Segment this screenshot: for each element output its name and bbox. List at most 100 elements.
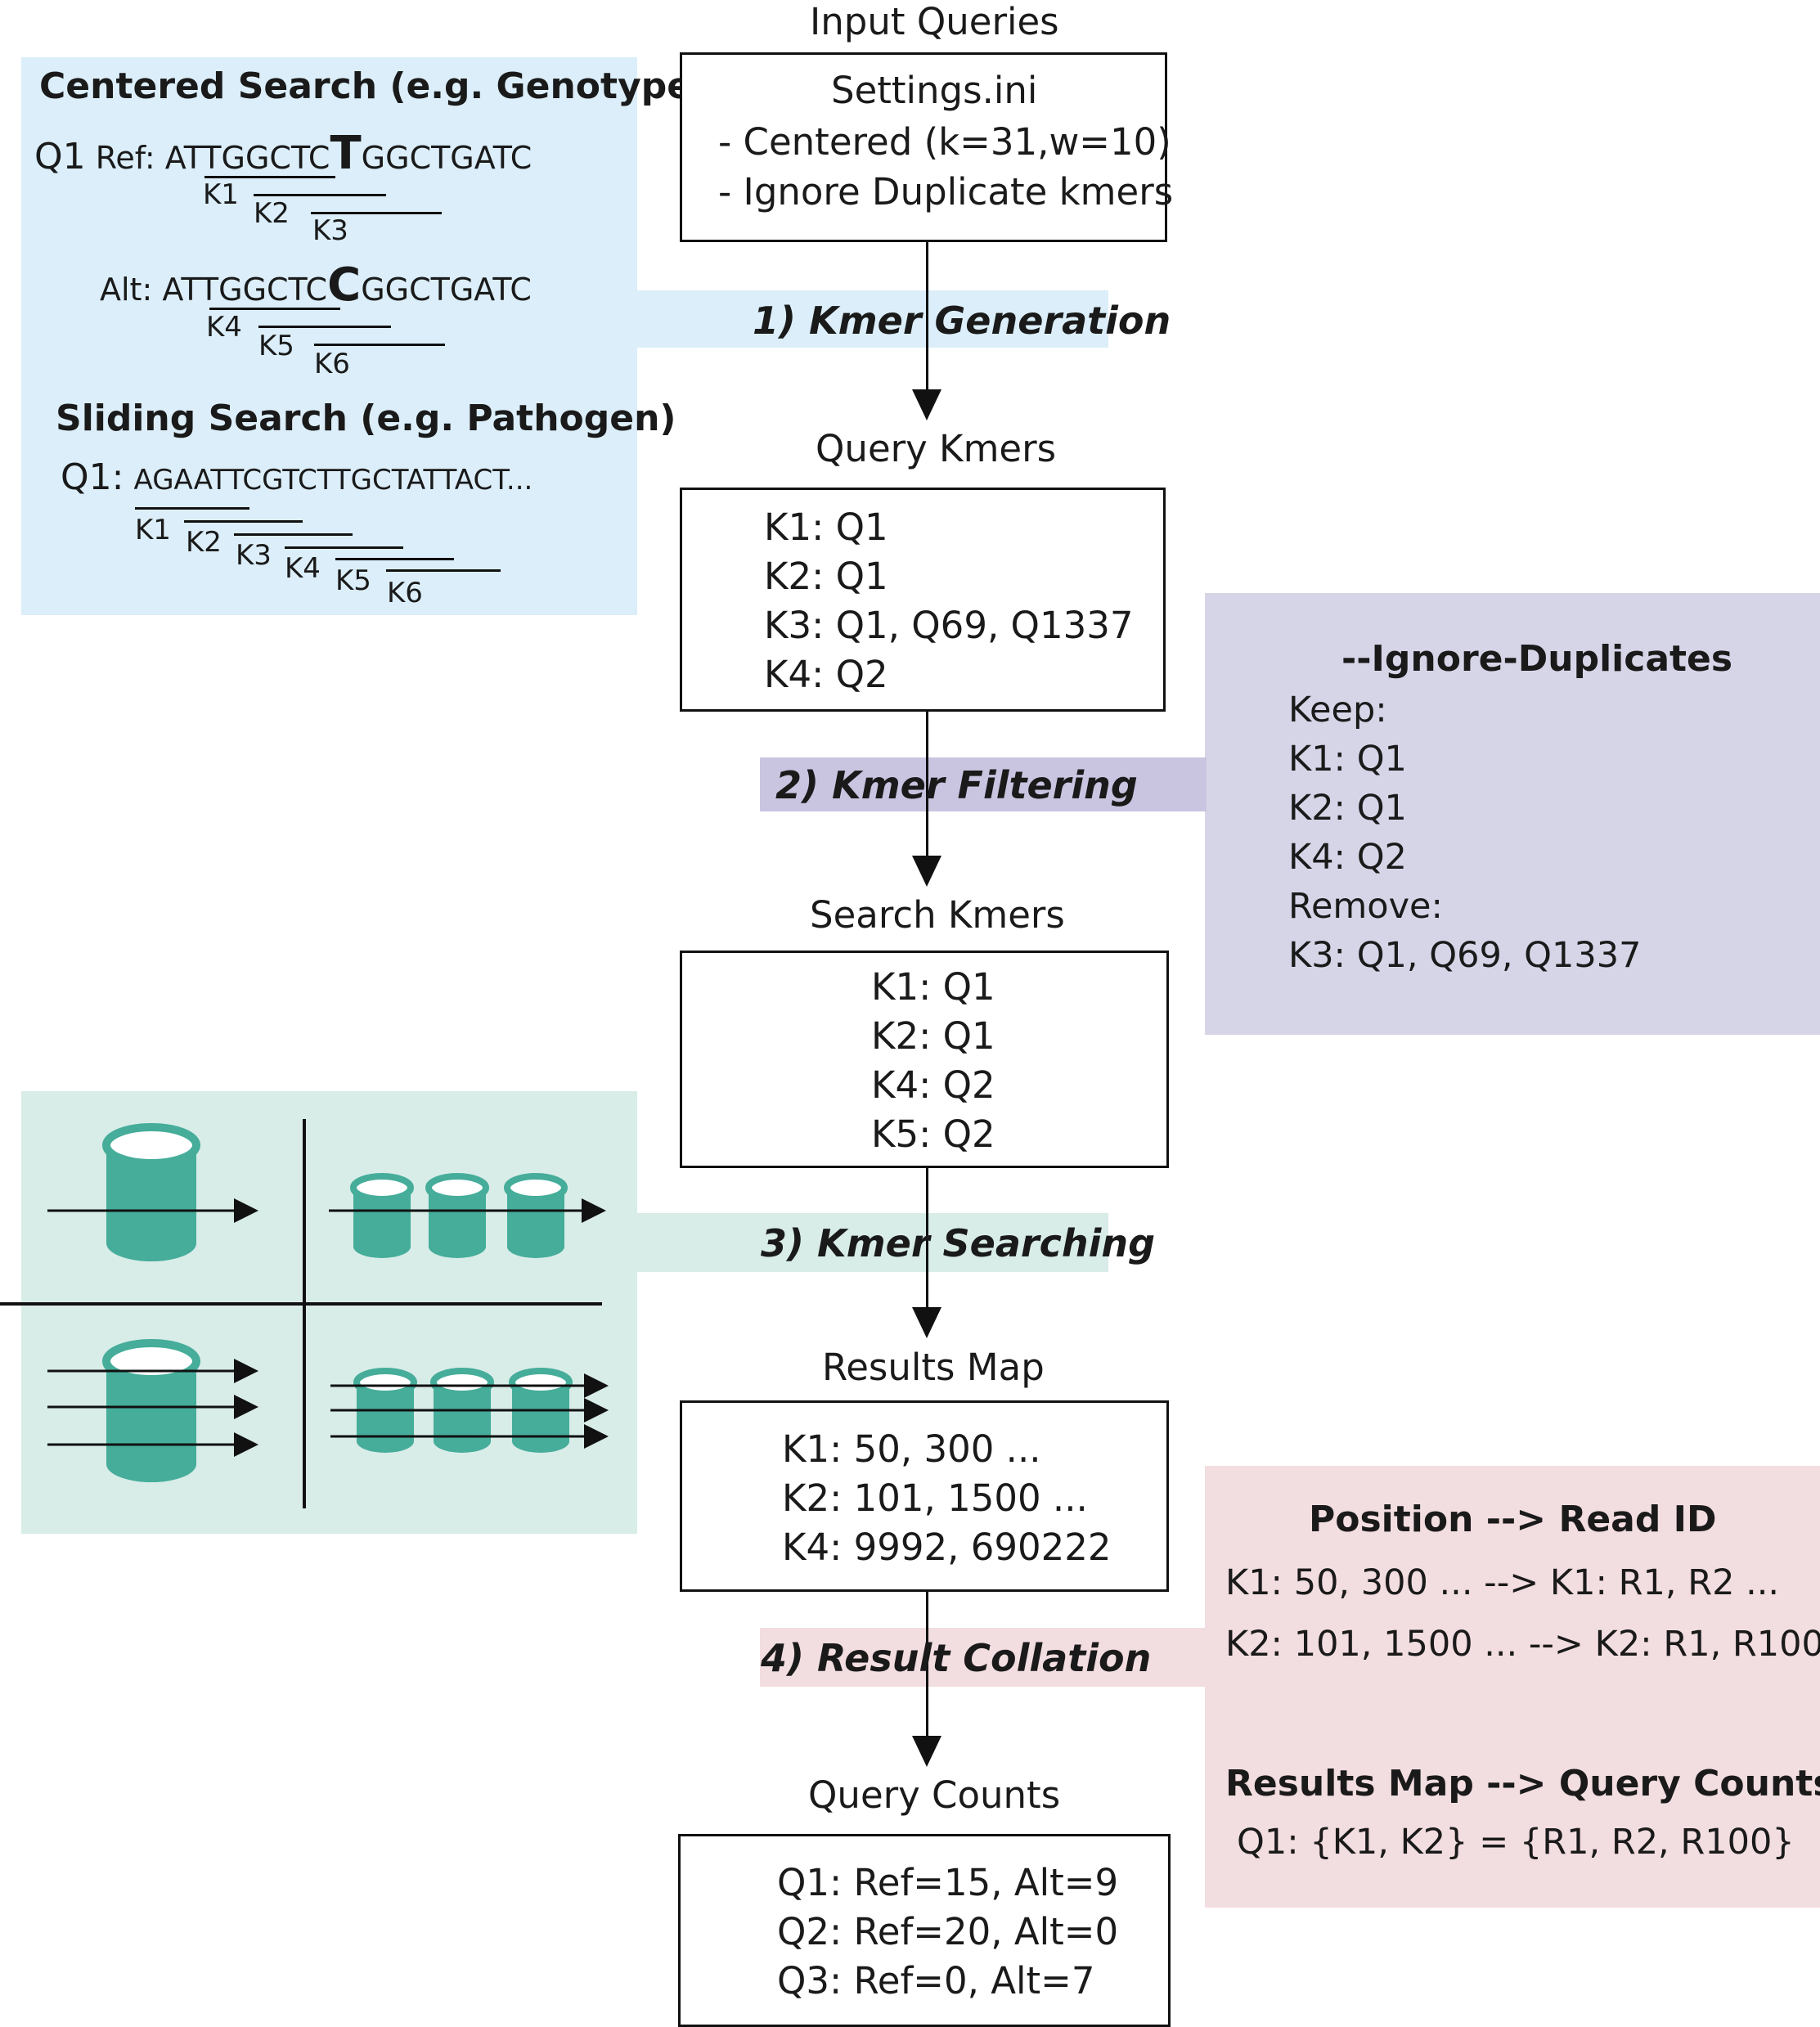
resultsmap-querycounts-heading: Results Map --> Query Counts (1225, 1763, 1820, 1805)
ref-label: Ref: ATTGGCTC (95, 140, 330, 176)
ref-kmer-label: K2 (254, 197, 290, 230)
duplicates-line: K1: Q1 (1288, 739, 1407, 780)
position-readid-heading: Position --> Read ID (1309, 1499, 1717, 1540)
sliding-kmer-label: K1 (135, 514, 171, 546)
flow-arrow-icon (912, 856, 941, 887)
flow-arrow-icon (912, 1307, 941, 1338)
flow-connector (926, 712, 928, 856)
results-map-title: Results Map (822, 1346, 1045, 1389)
database-cylinder-icon (504, 1173, 568, 1258)
ref-snp: T (330, 127, 362, 180)
results-map-box (680, 1400, 1169, 1592)
settings-line: Settings.ini (831, 69, 1038, 112)
collation-line: Q1: {K1, K2} = {R1, R2, R100} (1237, 1822, 1795, 1863)
sliding-search-heading: Sliding Search (e.g. Pathogen) (56, 398, 676, 439)
query-kmer-line: K1: Q1 (764, 506, 888, 549)
alt-snp: C (327, 258, 362, 312)
counts-line: Q2: Ref=20, Alt=0 (777, 1910, 1119, 1953)
step3-band (637, 1213, 1108, 1272)
flow-connector (926, 242, 928, 389)
sliding-query-id: Q1: (61, 456, 124, 498)
query-kmer-line: K2: Q1 (764, 555, 888, 598)
ref-kmer-line (254, 194, 386, 196)
query-kmers-title: Query Kmers (816, 427, 1057, 470)
flow-arrow-icon (912, 1736, 941, 1767)
sliding-kmer-label: K3 (236, 539, 272, 572)
sliding-sequence: Q1: AGAATTCGTCTTGCTATTACT... (61, 456, 533, 498)
query-kmer-line: K4: Q2 (764, 653, 888, 696)
sliding-bases: AGAATTCGTCTTGCTATTACT... (133, 464, 533, 497)
search-modes-illustration (0, 1119, 609, 1508)
ref-sequence: Q1 Ref: ATTGGCTCTGGCTGATC (34, 127, 532, 180)
result-collation-panel (1205, 1466, 1820, 1908)
query-counts-title: Query Counts (808, 1773, 1061, 1817)
search-kmer-line: K4: Q2 (871, 1063, 995, 1107)
flow-arrow-icon (912, 389, 941, 420)
collation-line: K2: 101, 1500 ... --> K2: R1, R1000 ... (1225, 1624, 1820, 1665)
search-kmer-line: K2: Q1 (871, 1014, 995, 1058)
alt-kmer-line (209, 308, 340, 310)
sliding-kmer-label: K6 (387, 577, 423, 609)
settings-line: - Ignore Duplicate kmers (718, 170, 1174, 213)
database-cylinder-icon (102, 1339, 200, 1482)
flow-connector (926, 1592, 928, 1736)
duplicates-line: Keep: (1288, 690, 1387, 730)
alt-suffix: GGCTGATC (361, 272, 532, 308)
search-kmers-box (680, 951, 1169, 1168)
input-queries-title: Input Queries (810, 0, 1059, 43)
results-line: K2: 101, 1500 ... (782, 1476, 1088, 1520)
ref-kmer-label: K1 (203, 178, 239, 211)
counts-line: Q1: Ref=15, Alt=9 (777, 1861, 1119, 1904)
search-kmers-title: Search Kmers (810, 893, 1065, 937)
database-cylinder-icon (102, 1123, 200, 1261)
step2-label: 2) Kmer Filtering (775, 763, 1138, 807)
search-kmer-line: K1: Q1 (871, 965, 995, 1009)
database-cylinder-icon (425, 1173, 489, 1258)
ignore-duplicates-heading: --Ignore-Duplicates (1341, 638, 1733, 680)
counts-line: Q3: Ref=0, Alt=7 (777, 1959, 1095, 2002)
ignore-duplicates-panel (1205, 593, 1820, 1035)
search-kmer-line: K5: Q2 (871, 1112, 995, 1156)
alt-kmer-label: K4 (206, 311, 242, 344)
sliding-kmer-label: K5 (335, 564, 371, 597)
database-cylinder-icon (353, 1368, 417, 1453)
alt-kmer-line (258, 326, 391, 328)
sliding-kmer-line (335, 558, 454, 560)
query-kmer-line: K3: Q1, Q69, Q1337 (764, 604, 1134, 647)
alt-kmer-label: K6 (314, 348, 350, 380)
database-cylinder-icon (509, 1368, 573, 1453)
step3-label: 3) Kmer Searching (761, 1221, 1156, 1265)
step1-band (637, 290, 1108, 348)
settings-box (680, 52, 1167, 242)
flow-connector (926, 1168, 928, 1307)
alt-kmer-line (314, 344, 445, 346)
kmer-generation-panel (21, 57, 637, 615)
step1-label: 1) Kmer Generation (753, 299, 1171, 343)
sliding-kmer-line (285, 546, 403, 549)
step2-band (760, 757, 1207, 811)
database-cylinder-icon (430, 1368, 494, 1453)
ref-suffix: GGCTGATC (361, 140, 533, 176)
sliding-kmer-line (386, 569, 501, 572)
ref-query-id: Q1 (34, 136, 86, 178)
collation-line: K1: 50, 300 ... --> K1: R1, R2 ... (1225, 1562, 1780, 1603)
sliding-kmer-line (135, 507, 249, 510)
duplicates-line: K2: Q1 (1288, 788, 1407, 829)
ref-kmer-line (204, 176, 335, 178)
results-line: K4: 9992, 690222 (782, 1526, 1112, 1569)
duplicates-line: Remove: (1288, 886, 1443, 927)
alt-label: Alt: ATTGGCTC (100, 272, 328, 308)
query-counts-box (678, 1834, 1171, 2027)
results-line: K1: 50, 300 ... (782, 1427, 1041, 1471)
centered-search-heading: Centered Search (e.g. Genotype) (39, 65, 708, 107)
alt-kmer-label: K5 (258, 330, 294, 362)
sliding-kmer-label: K2 (186, 526, 222, 559)
alt-sequence: Alt: ATTGGCTCCGGCTGATC (100, 258, 532, 312)
settings-line: - Centered (k=31,w=10) (718, 120, 1171, 164)
ref-kmer-label: K3 (312, 214, 348, 247)
ref-kmer-line (311, 212, 442, 214)
sliding-kmer-line (184, 520, 303, 523)
step4-label: 4) Result Collation (761, 1636, 1152, 1680)
duplicates-line: K4: Q2 (1288, 837, 1407, 878)
step4-band (760, 1628, 1207, 1687)
